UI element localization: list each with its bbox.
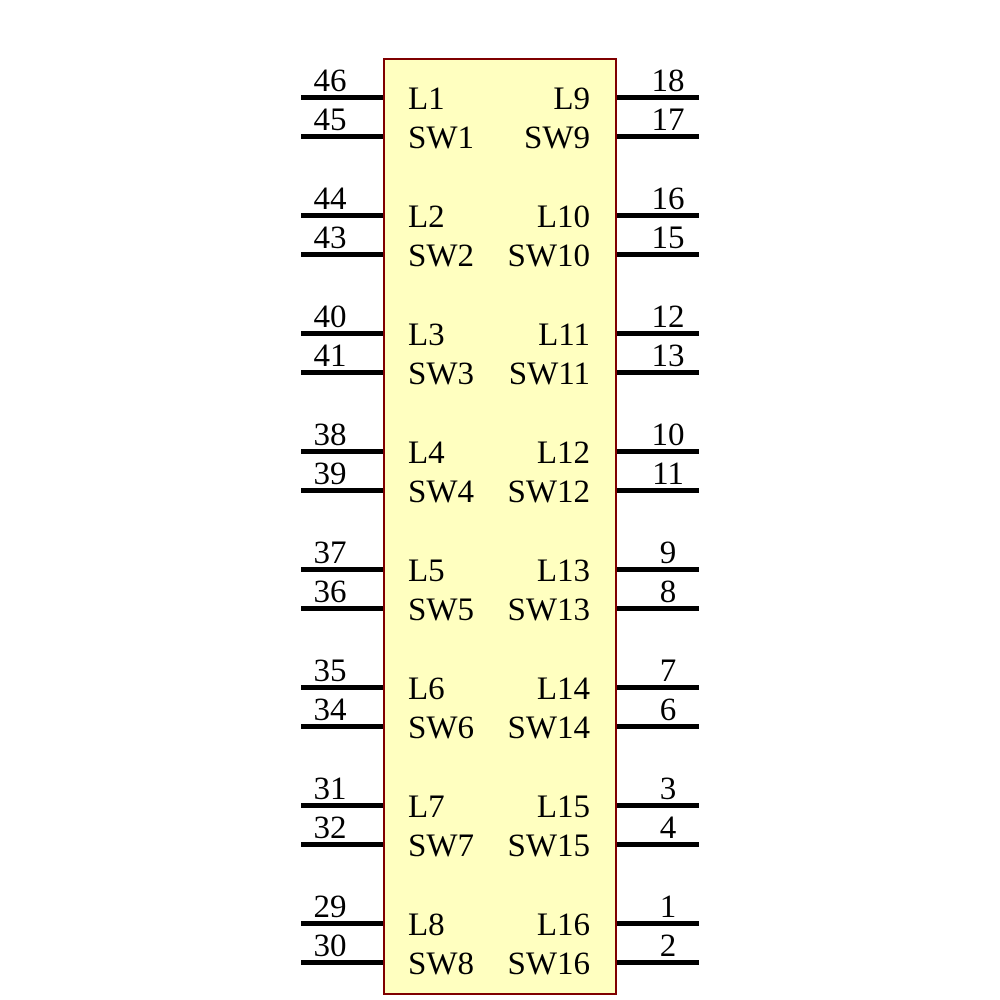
pin-line-1[interactable] xyxy=(617,921,699,926)
pin-line-29[interactable] xyxy=(301,921,383,926)
pin-line-2[interactable] xyxy=(617,960,699,965)
pin-line-8[interactable] xyxy=(617,606,699,611)
pin-number-3: 3 xyxy=(659,771,677,807)
pin-line-39[interactable] xyxy=(301,488,383,493)
pin-label-L1: L1 xyxy=(408,81,445,117)
pin-number-31: 31 xyxy=(313,771,347,807)
pin-number-8: 8 xyxy=(659,574,677,610)
pin-label-L4: L4 xyxy=(408,435,445,471)
pin-number-1: 1 xyxy=(659,889,677,925)
pin-label-SW10: SW10 xyxy=(507,238,591,274)
pin-label-L16: L16 xyxy=(536,907,590,943)
pin-line-16[interactable] xyxy=(617,213,699,218)
pin-label-L12: L12 xyxy=(536,435,590,471)
pin-line-46[interactable] xyxy=(301,95,383,100)
pin-label-L10: L10 xyxy=(536,199,590,235)
pin-line-43[interactable] xyxy=(301,252,383,257)
pin-label-SW9: SW9 xyxy=(524,120,590,156)
pin-number-7: 7 xyxy=(659,653,677,689)
pin-line-15[interactable] xyxy=(617,252,699,257)
pin-line-31[interactable] xyxy=(301,803,383,808)
pin-number-46: 46 xyxy=(313,63,347,99)
pin-number-12: 12 xyxy=(651,299,685,335)
pin-line-9[interactable] xyxy=(617,567,699,572)
pin-number-10: 10 xyxy=(651,417,685,453)
pin-number-37: 37 xyxy=(313,535,347,571)
pin-line-36[interactable] xyxy=(301,606,383,611)
pin-line-30[interactable] xyxy=(301,960,383,965)
pin-number-41: 41 xyxy=(313,338,347,374)
pin-label-L6: L6 xyxy=(408,671,445,707)
pin-label-SW12: SW12 xyxy=(507,474,591,510)
pin-number-44: 44 xyxy=(313,181,347,217)
pin-line-40[interactable] xyxy=(301,331,383,336)
pin-label-L5: L5 xyxy=(408,553,445,589)
pin-label-SW4: SW4 xyxy=(408,474,474,510)
pin-line-34[interactable] xyxy=(301,724,383,729)
pin-number-2: 2 xyxy=(659,928,677,964)
pin-label-L14: L14 xyxy=(536,671,590,707)
pin-label-L11: L11 xyxy=(538,317,590,353)
pin-label-L15: L15 xyxy=(536,789,590,825)
pin-number-38: 38 xyxy=(313,417,347,453)
pin-number-4: 4 xyxy=(659,810,677,846)
pin-number-6: 6 xyxy=(659,692,677,728)
pin-number-40: 40 xyxy=(313,299,347,335)
pin-number-43: 43 xyxy=(313,220,347,256)
pin-label-SW11: SW11 xyxy=(508,356,590,392)
pin-line-41[interactable] xyxy=(301,370,383,375)
pin-number-32: 32 xyxy=(313,810,347,846)
pin-number-36: 36 xyxy=(313,574,347,610)
pin-line-3[interactable] xyxy=(617,803,699,808)
pin-number-16: 16 xyxy=(651,181,685,217)
pin-label-L8: L8 xyxy=(408,907,445,943)
pin-label-L2: L2 xyxy=(408,199,445,235)
pin-line-18[interactable] xyxy=(617,95,699,100)
pin-line-45[interactable] xyxy=(301,134,383,139)
pin-line-38[interactable] xyxy=(301,449,383,454)
pin-label-SW6: SW6 xyxy=(408,710,474,746)
pin-number-35: 35 xyxy=(313,653,347,689)
component-body[interactable] xyxy=(383,58,617,995)
pin-line-4[interactable] xyxy=(617,842,699,847)
pin-label-SW3: SW3 xyxy=(408,356,474,392)
pin-label-SW2: SW2 xyxy=(408,238,474,274)
pin-number-18: 18 xyxy=(651,63,685,99)
pin-label-L9: L9 xyxy=(553,81,590,117)
pin-line-17[interactable] xyxy=(617,134,699,139)
pin-label-L3: L3 xyxy=(408,317,445,353)
pin-number-13: 13 xyxy=(651,338,685,374)
pin-label-SW13: SW13 xyxy=(507,592,591,628)
pin-label-SW1: SW1 xyxy=(408,120,474,156)
pin-number-34: 34 xyxy=(313,692,347,728)
pin-number-39: 39 xyxy=(313,456,347,492)
pin-label-L13: L13 xyxy=(536,553,590,589)
pin-line-7[interactable] xyxy=(617,685,699,690)
pin-label-L7: L7 xyxy=(408,789,445,825)
pin-number-15: 15 xyxy=(651,220,685,256)
pin-number-30: 30 xyxy=(313,928,347,964)
pin-label-SW14: SW14 xyxy=(507,710,591,746)
pin-line-11[interactable] xyxy=(617,488,699,493)
pin-number-9: 9 xyxy=(659,535,677,571)
pin-number-11: 11 xyxy=(652,456,684,492)
pin-label-SW8: SW8 xyxy=(408,946,474,982)
pin-number-29: 29 xyxy=(313,889,347,925)
pin-line-37[interactable] xyxy=(301,567,383,572)
pin-line-12[interactable] xyxy=(617,331,699,336)
pin-number-17: 17 xyxy=(651,102,685,138)
pin-line-44[interactable] xyxy=(301,213,383,218)
pin-label-SW16: SW16 xyxy=(507,946,591,982)
pin-line-6[interactable] xyxy=(617,724,699,729)
pin-label-SW15: SW15 xyxy=(507,828,591,864)
pin-label-SW7: SW7 xyxy=(408,828,474,864)
pin-number-45: 45 xyxy=(313,102,347,138)
pin-line-35[interactable] xyxy=(301,685,383,690)
pin-label-SW5: SW5 xyxy=(408,592,474,628)
pin-line-32[interactable] xyxy=(301,842,383,847)
pin-line-13[interactable] xyxy=(617,370,699,375)
pin-line-10[interactable] xyxy=(617,449,699,454)
